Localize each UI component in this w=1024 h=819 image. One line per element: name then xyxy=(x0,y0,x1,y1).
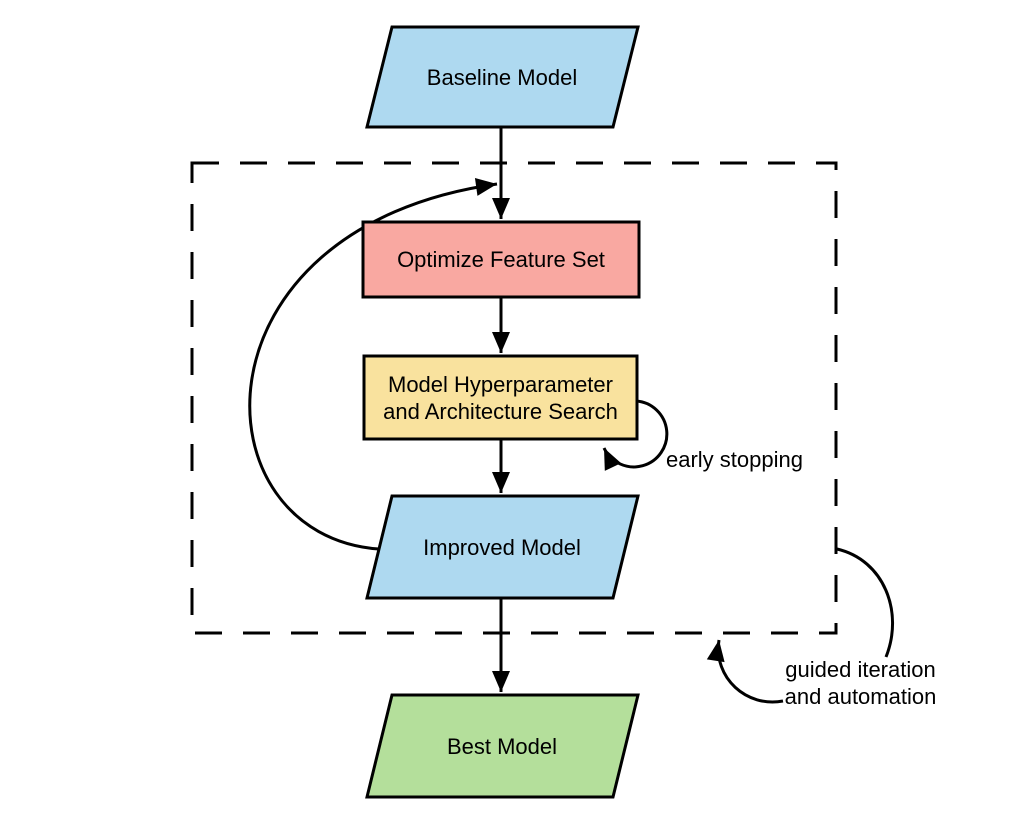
guided-iteration-boundary-box xyxy=(190,161,838,635)
early-stopping-self-loop-arrow xyxy=(602,399,669,471)
annotation-arrow-to-boundary xyxy=(706,639,784,704)
optimize-feature-set-shape xyxy=(361,220,641,299)
annotation-curve-from-boundary xyxy=(836,547,895,658)
feedback-arrow-improved-to-optimize xyxy=(248,178,498,551)
best-model-shape xyxy=(365,693,640,799)
hyperparameter-search-shape xyxy=(362,354,639,441)
improved-model-shape xyxy=(365,494,640,600)
baseline-model-shape xyxy=(365,25,640,129)
